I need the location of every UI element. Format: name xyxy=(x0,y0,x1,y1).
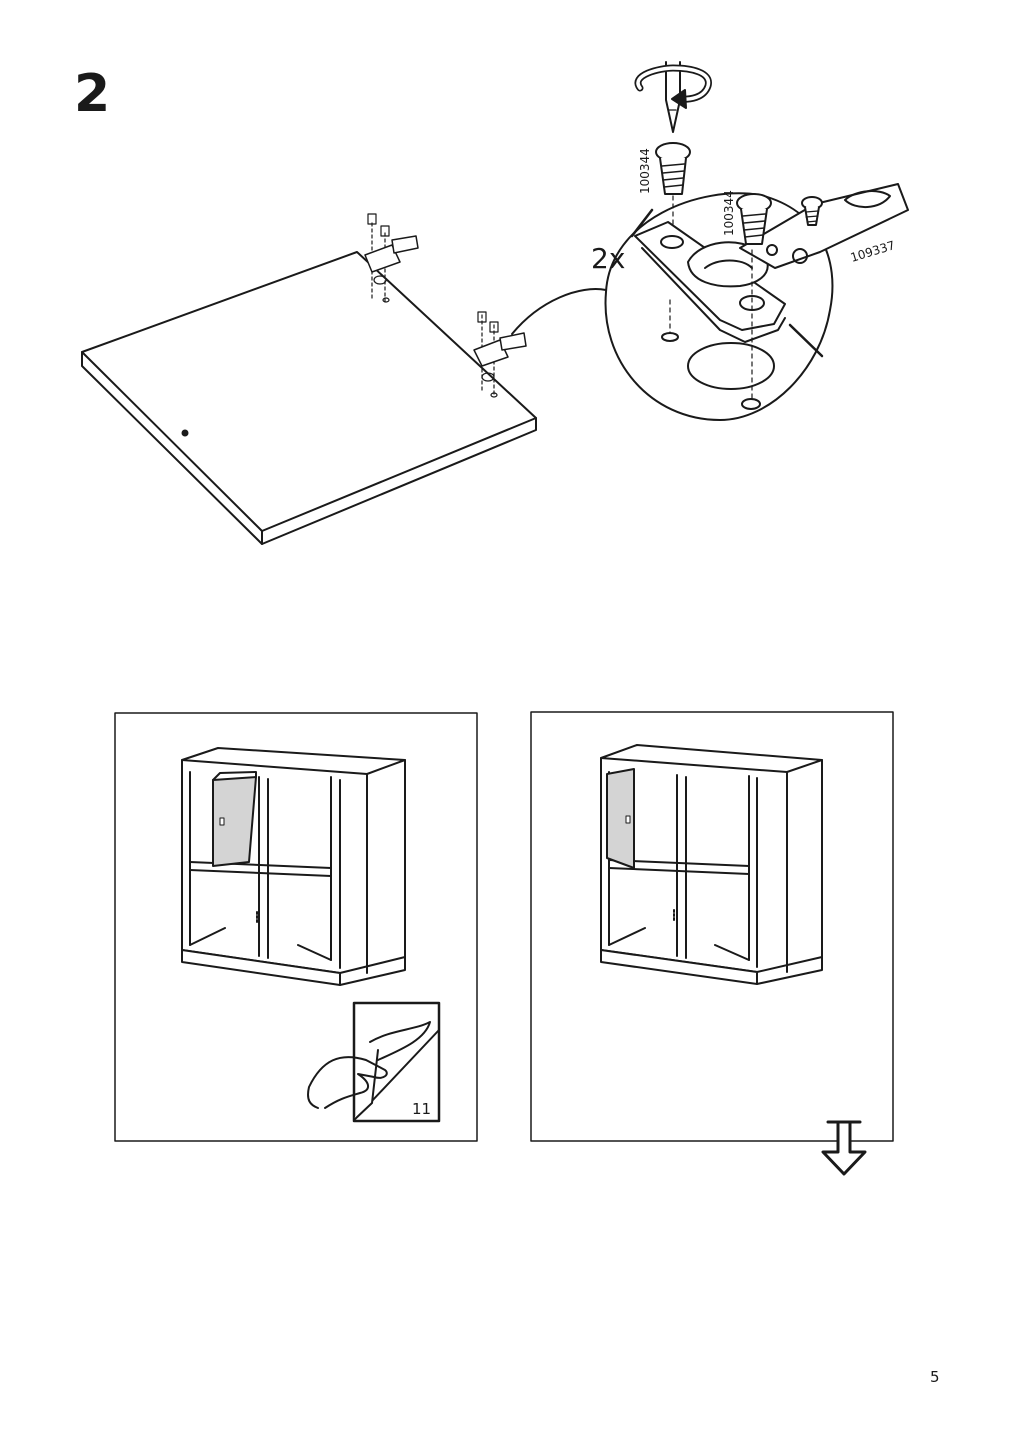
page-reference-label: 11 xyxy=(412,1100,431,1118)
page-turn-icon xyxy=(352,1001,441,1123)
panel-right xyxy=(530,711,894,1142)
quantity-label: 2x xyxy=(591,242,625,275)
continue-arrow-icon xyxy=(821,1120,867,1176)
shelf-unit-illustration xyxy=(600,744,823,985)
hand-icon xyxy=(307,1056,388,1109)
hinge-detail-callout xyxy=(604,142,909,421)
panel-left xyxy=(114,712,478,1142)
shelf-board-illustration xyxy=(81,213,607,545)
screw-icon xyxy=(736,193,772,401)
screwdriver-icon xyxy=(665,61,681,133)
page-number: 5 xyxy=(930,1368,940,1386)
shelf-unit-illustration xyxy=(181,747,406,986)
hinge-assembly-1 xyxy=(364,213,419,306)
rotate-arrow-icon xyxy=(634,64,712,109)
part-number-label: 100344 xyxy=(722,190,736,236)
part-number-label: 100344 xyxy=(638,148,652,194)
hinge-plate-icon xyxy=(634,183,909,343)
step-number: 2 xyxy=(74,64,111,124)
hinge-assembly-2 xyxy=(473,311,527,398)
screw-icon xyxy=(801,196,823,226)
part-number-label: 109337 xyxy=(849,238,897,265)
screw-icon xyxy=(655,142,691,229)
